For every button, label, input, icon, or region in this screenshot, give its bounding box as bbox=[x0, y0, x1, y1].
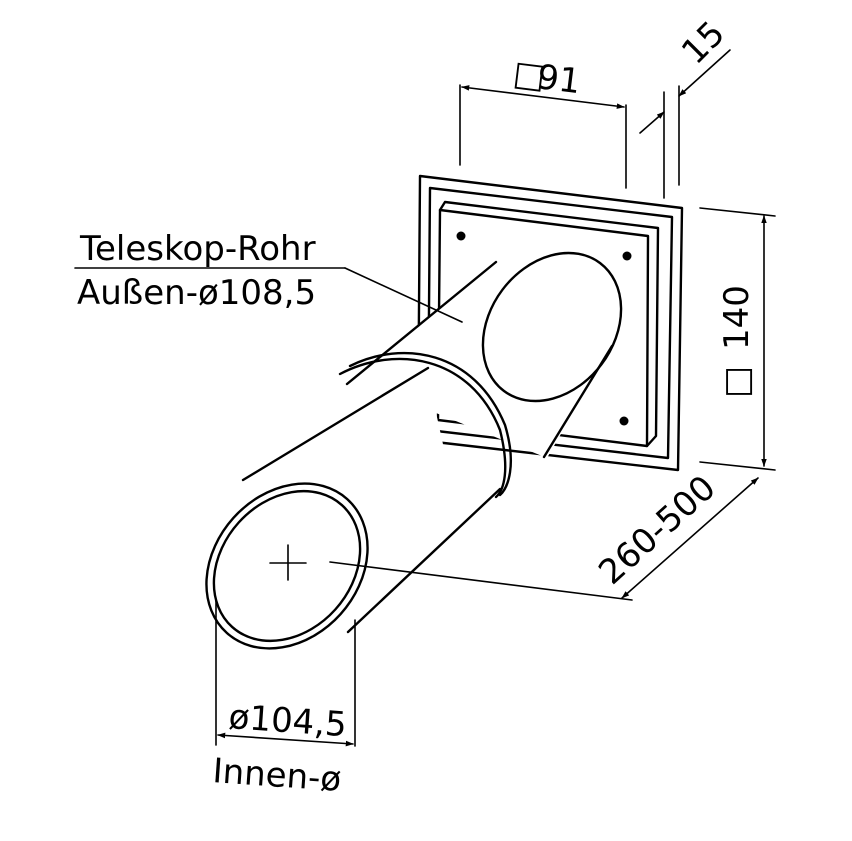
dim-inner-diameter: ø104,5 Innen-ø bbox=[211, 599, 356, 800]
dim-plate-size-label: 140 bbox=[717, 285, 757, 350]
callout-title: Teleskop-Rohr bbox=[79, 229, 316, 269]
callout-outer-diameter: Außen-ø108,5 bbox=[77, 273, 316, 313]
screw-holes bbox=[456, 231, 632, 426]
screw-icon bbox=[619, 416, 629, 426]
dim-plate-thickness-label: 15 bbox=[674, 13, 733, 72]
dim-top-width-symbol: □ bbox=[511, 53, 548, 97]
telescopic-tube bbox=[345, 251, 623, 459]
dim-plate-thickness: 15 bbox=[639, 13, 733, 199]
callout-telescopic-tube: Teleskop-Rohr Außen-ø108,5 bbox=[74, 229, 463, 323]
dim-tube-length-label: 260-500 bbox=[591, 468, 723, 593]
dim-top-width-label: 91 bbox=[535, 57, 583, 102]
inner-flange bbox=[436, 200, 660, 448]
dim-inner-diameter-label: ø104,5 bbox=[227, 697, 348, 745]
dim-plate-size: □ 140 bbox=[699, 207, 776, 471]
screw-icon bbox=[456, 231, 466, 241]
center-mark bbox=[269, 544, 307, 581]
inner-tube bbox=[205, 351, 513, 650]
dim-plate-size-symbol: □ bbox=[717, 366, 757, 398]
screw-icon bbox=[622, 251, 632, 261]
dim-top-width: □ 91 bbox=[459, 53, 627, 189]
dim-inner-caption: Innen-ø bbox=[211, 751, 342, 800]
